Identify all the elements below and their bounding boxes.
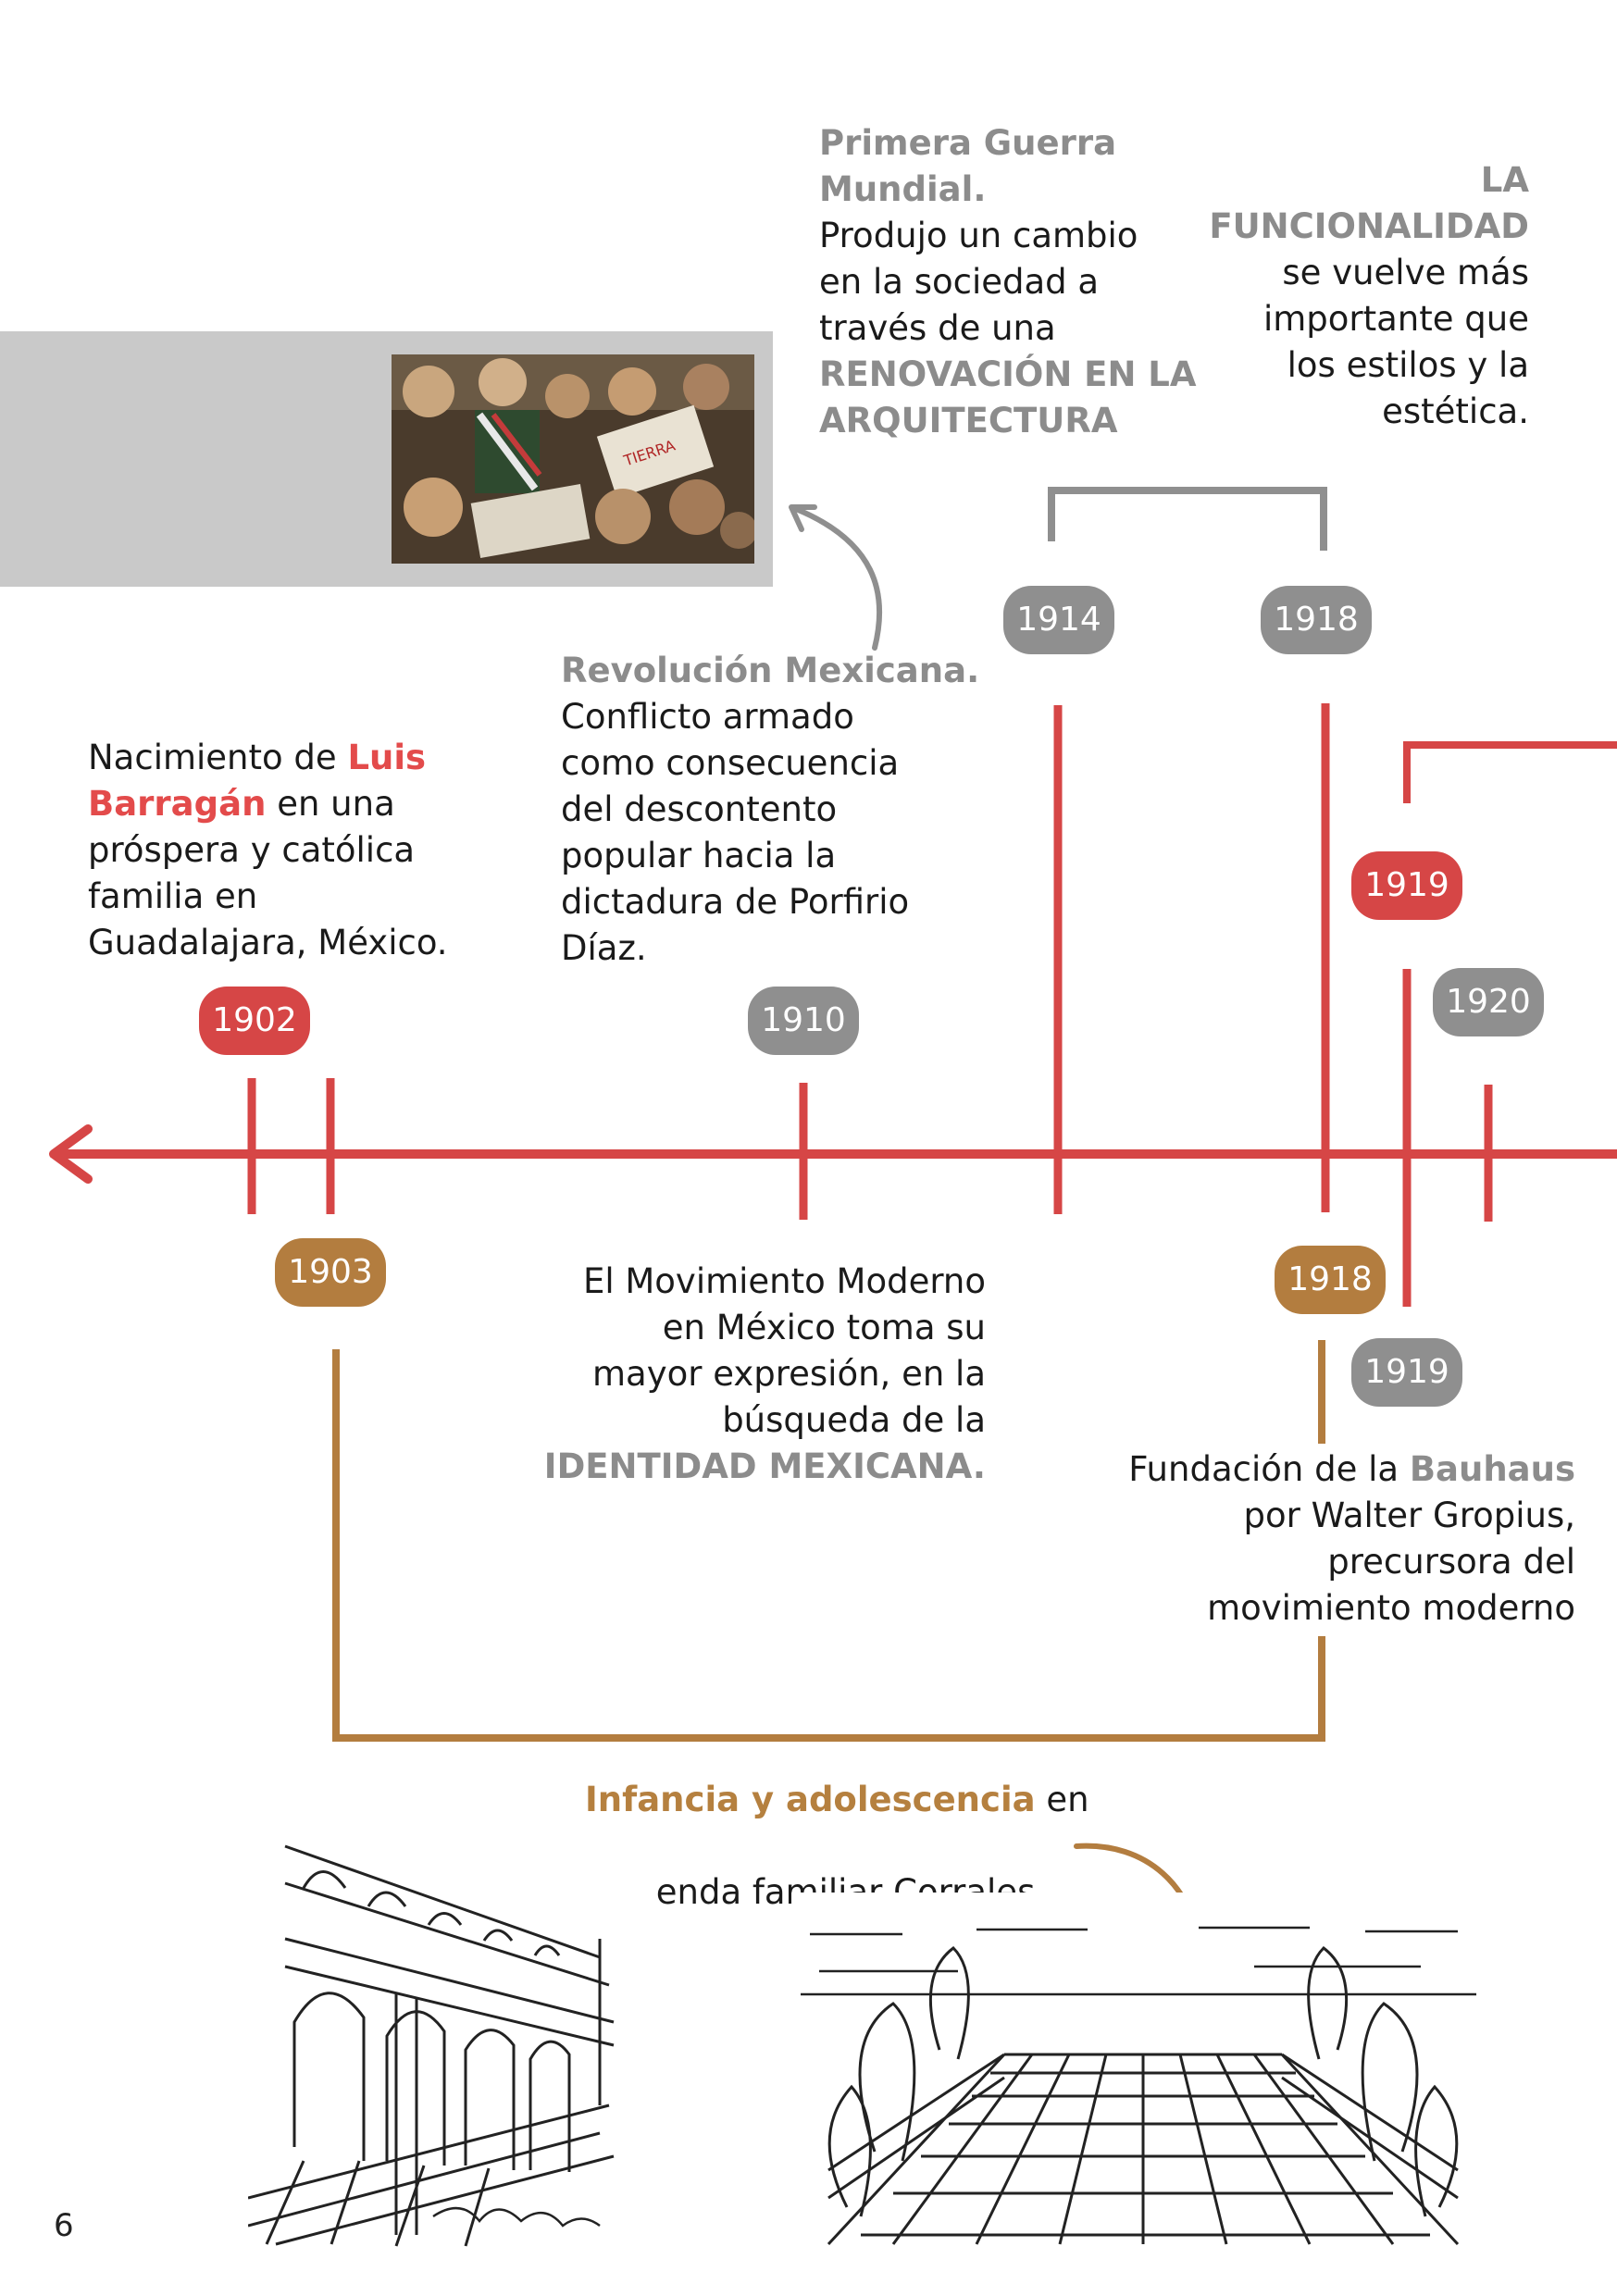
- funcionalidad-text: LA FUNCIONALIDAD se vuelve más important…: [1185, 157, 1529, 435]
- arcade-drawing: [247, 1844, 615, 2247]
- bauhaus-line2: por Walter Gropius,: [1243, 1496, 1575, 1535]
- movimiento-highlight: IDENTIDAD MEXICANA.: [543, 1446, 986, 1486]
- ww1-highlight-line2: ARQUITECTURA: [819, 401, 1118, 441]
- funcionalidad-body-line4: estética.: [1382, 391, 1529, 431]
- ww1-highlight-line1: RENOVACIÓN EN LA: [819, 354, 1197, 394]
- bracket-infancia: [332, 1349, 1325, 1742]
- year-pill-1902: 1902: [199, 987, 310, 1055]
- nacimiento-name-part2: Barragán: [88, 784, 267, 824]
- nacimiento-line5: Guadalajara, México.: [88, 923, 448, 962]
- nacimiento-line3: próspera y católica: [88, 830, 416, 870]
- funcionalidad-body-line2: importante que: [1263, 299, 1529, 339]
- bauhaus-line1: Fundación de la Bauhaus: [1092, 1446, 1575, 1493]
- year-pill-1914: 1914: [1003, 586, 1114, 654]
- garden-path-sketch: [791, 1893, 1495, 2263]
- ww1-title-line1: Primera Guerra: [819, 123, 1117, 163]
- nacimiento-text: Nacimiento de Luis Barragán en una prósp…: [88, 735, 495, 966]
- infancia-highlight: Infancia y adolescencia: [585, 1780, 1036, 1819]
- bauhaus-text: Fundación de la Bauhaus por Walter Gropi…: [1092, 1446, 1575, 1632]
- arrow-revolucion: [793, 506, 883, 651]
- ww1-body-line3: través de una: [819, 308, 1056, 348]
- bauhaus-prefix: Fundación de la: [1128, 1449, 1410, 1489]
- bauhaus-line4: movimiento moderno: [1207, 1588, 1575, 1628]
- bauhaus-name: Bauhaus: [1409, 1449, 1575, 1489]
- funcionalidad-body-line1: se vuelve más: [1282, 253, 1529, 292]
- nacimiento-name-part1: Luis: [347, 738, 427, 777]
- revolucion-line6: Díaz.: [561, 928, 647, 968]
- nacimiento-line1: Nacimiento de Luis: [88, 735, 495, 781]
- revolucion-line4: popular hacia la: [561, 836, 837, 875]
- funcionalidad-highlight-line1: LA: [1480, 160, 1529, 200]
- revolucion-line3: del descontento: [561, 789, 838, 829]
- ww1-body-line2: en la sociedad a: [819, 262, 1100, 302]
- year-pill-1910: 1910: [748, 987, 859, 1055]
- revolucion-line1: Conflicto armado: [561, 697, 854, 737]
- year-pill-1919-bottom: 1919: [1351, 1338, 1462, 1407]
- movimiento-line3: mayor expresión, en la: [592, 1354, 986, 1394]
- funcionalidad-body-line3: los estilos y la: [1287, 345, 1529, 385]
- mural-photo: TIERRA: [392, 354, 754, 564]
- year-pill-1918-bottom: 1918: [1275, 1246, 1386, 1314]
- movimiento-line1: El Movimiento Moderno: [582, 1261, 986, 1301]
- bracket-1919: [1403, 741, 1617, 803]
- funcionalidad-highlight-line2: FUNCIONALIDAD: [1209, 206, 1529, 246]
- nacimiento-suffix: en una: [266, 784, 395, 824]
- nacimiento-line4: familia en: [88, 876, 258, 916]
- nacimiento-prefix: Nacimiento de: [88, 738, 348, 777]
- revolucion-line2: como consecuencia: [561, 743, 900, 783]
- hacienda-arcade-sketch: [247, 1828, 655, 2249]
- year-pill-1918-top: 1918: [1261, 586, 1372, 654]
- movimiento-line4: búsqueda de la: [722, 1400, 986, 1440]
- ww1-body-line1: Produjo un cambio: [819, 216, 1138, 255]
- revolucion-text: Revolución Mexicana. Conflicto armado co…: [561, 648, 987, 972]
- movimiento-line2: en México toma su: [662, 1308, 986, 1347]
- mural-illustration: TIERRA: [392, 354, 754, 564]
- garden-drawing: [801, 1926, 1476, 2246]
- revolucion-title: Revolución Mexicana.: [561, 651, 980, 690]
- year-pill-1919-top: 1919: [1351, 851, 1462, 920]
- page-number: 6: [54, 2207, 74, 2244]
- timeline-arrowhead: [49, 1124, 93, 1184]
- year-pill-1903: 1903: [275, 1238, 386, 1307]
- nacimiento-line2: Barragán en una: [88, 781, 495, 827]
- ww1-title-line2: Mundial.: [819, 169, 987, 209]
- year-pill-1920: 1920: [1433, 968, 1544, 1036]
- revolucion-line5: dictadura de Porfirio: [561, 882, 910, 922]
- infancia-line1: Infancia y adolescencia en la: [585, 1777, 1103, 1869]
- bracket-ww1: [1048, 487, 1327, 551]
- movimiento-text: El Movimiento Moderno en México toma su …: [518, 1259, 986, 1490]
- bauhaus-line3: precursora del: [1327, 1542, 1575, 1582]
- ww1-text: Primera Guerra Mundial. Produjo un cambi…: [819, 120, 1208, 444]
